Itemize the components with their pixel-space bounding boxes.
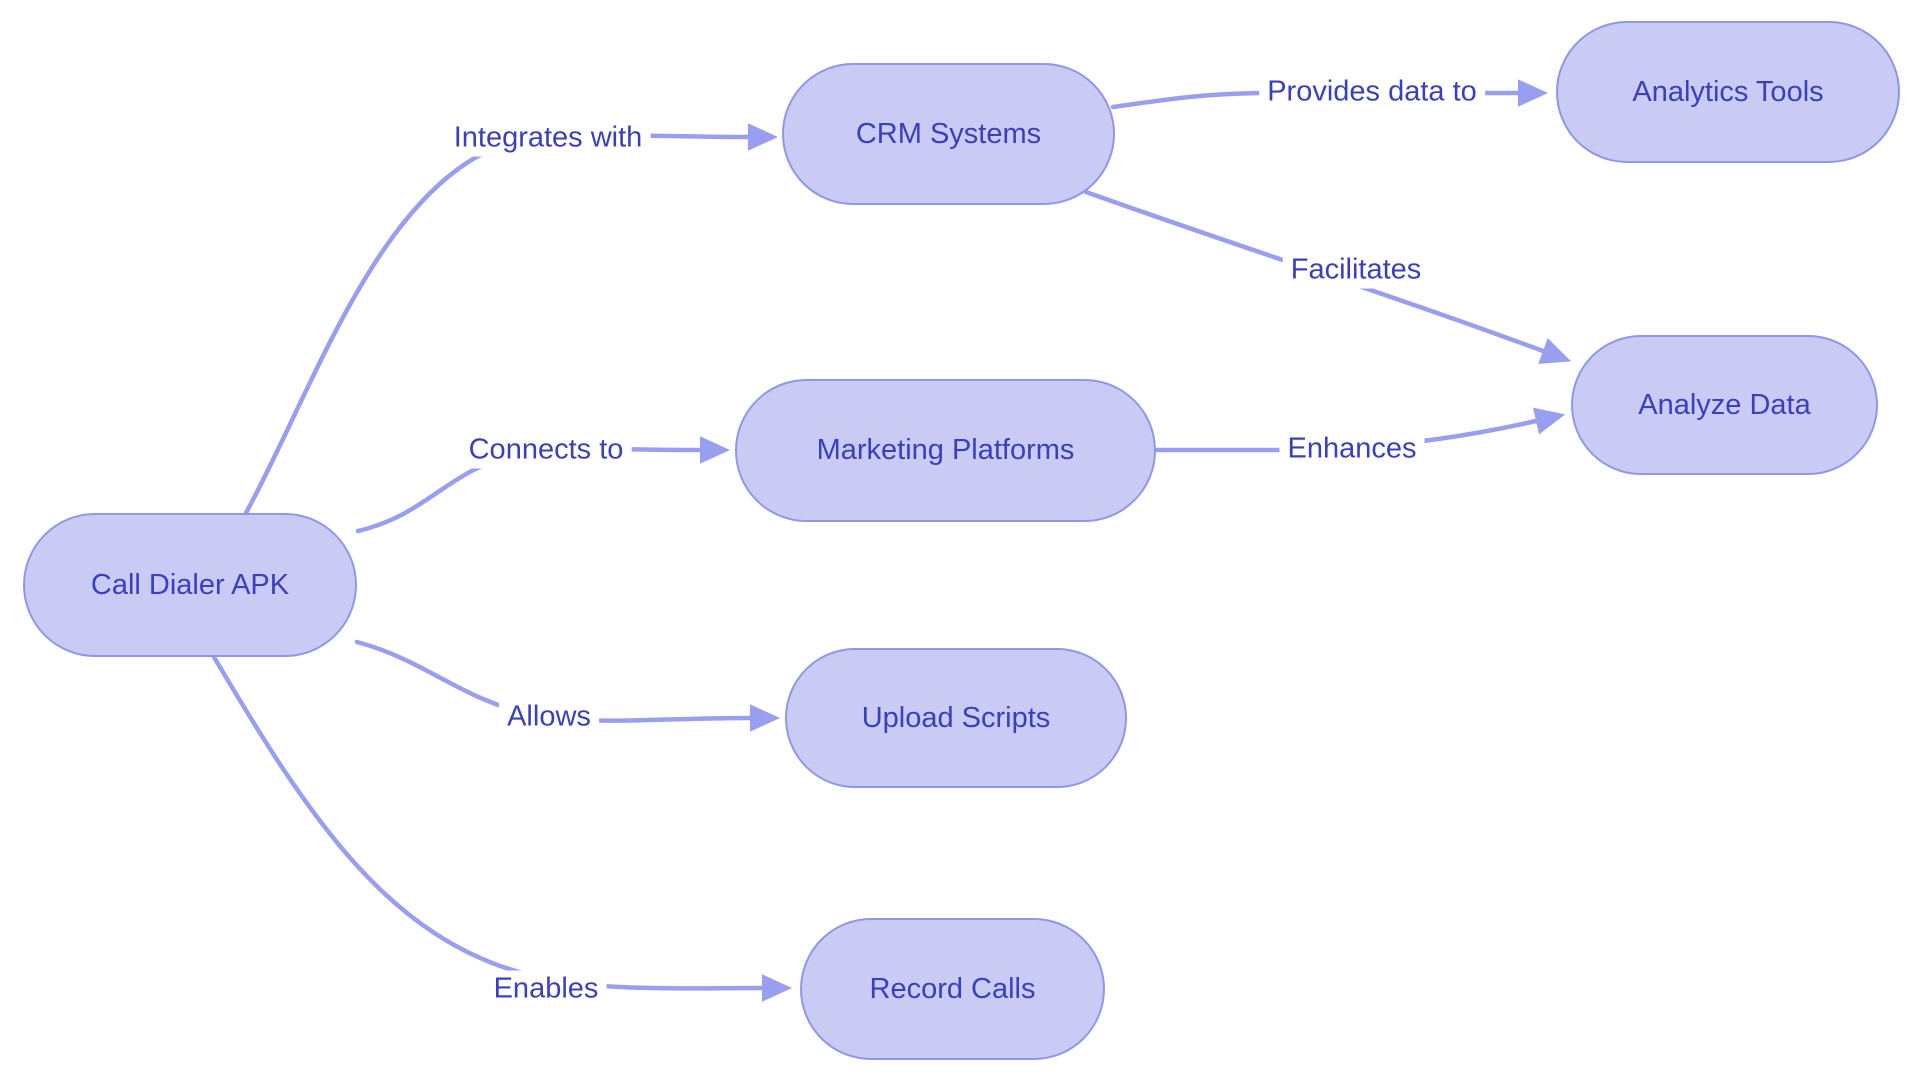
node-label: Analyze Data (1638, 388, 1811, 421)
node-label: CRM Systems (855, 117, 1042, 150)
node-upload-scripts: Upload Scripts (785, 648, 1127, 788)
edge-label-allows: Allows (499, 698, 599, 736)
node-label: Analytics Tools (1632, 75, 1824, 108)
edge-label-enhances: Enhances (1279, 430, 1425, 468)
node-label: Record Calls (869, 972, 1036, 1005)
node-record-calls: Record Calls (800, 918, 1105, 1060)
node-label: Marketing Platforms (816, 434, 1075, 466)
node-crm-systems: CRM Systems (782, 63, 1115, 205)
node-call-dialer-apk: Call Dialer APK (23, 513, 357, 657)
node-analyze-data: Analyze Data (1571, 335, 1878, 475)
edge-label-facilitates: Facilitates (1282, 251, 1430, 289)
edge-label-integrates-with: Integrates with (445, 119, 651, 157)
node-label: Upload Scripts (861, 701, 1051, 734)
node-analytics-tools: Analytics Tools (1556, 21, 1900, 163)
node-marketing-platforms: Marketing Platforms (735, 379, 1156, 522)
edge-label-connects-to: Connects to (460, 431, 632, 469)
edge-label-enables: Enables (485, 970, 607, 1008)
edge-label-provides-data-to: Provides data to (1259, 73, 1485, 111)
edge-crm-systems-to-analytics-tools (1110, 79, 1548, 110)
edge-call-dialer-apk-to-record-calls (211, 654, 792, 1002)
node-label: Call Dialer APK (90, 568, 290, 601)
